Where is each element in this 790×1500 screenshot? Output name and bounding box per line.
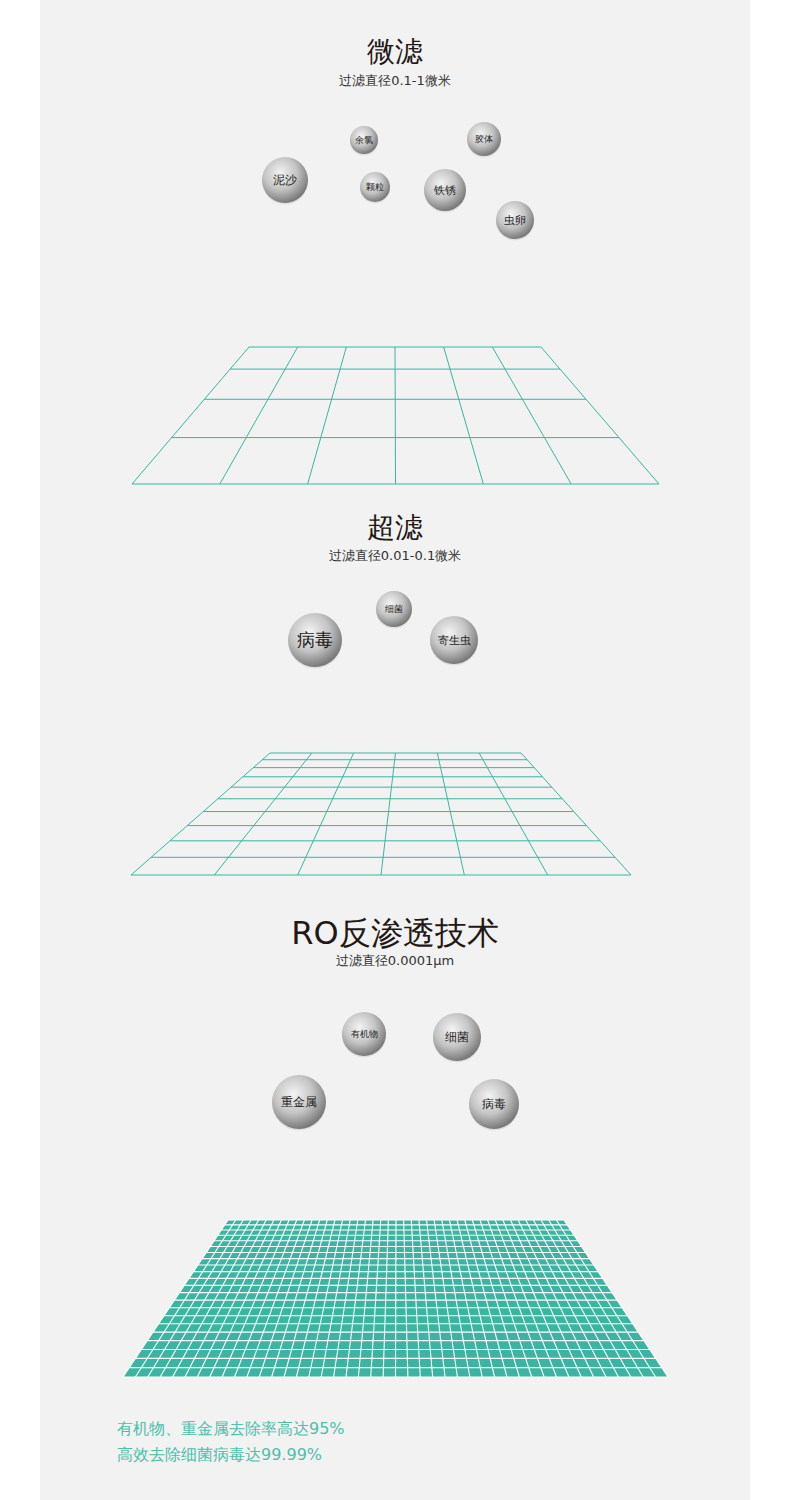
- sphere: [469, 1079, 519, 1129]
- filter-grids: [123, 347, 668, 1377]
- particle-name: 胶体: [467, 122, 501, 156]
- grid-line: [449, 1220, 482, 1377]
- grid-line: [358, 1220, 373, 1377]
- grid-line: [308, 347, 347, 484]
- particle-sphere: 细菌: [433, 1013, 481, 1061]
- sphere: [262, 157, 308, 203]
- grid-line: [123, 1220, 228, 1377]
- grid-line: [444, 347, 484, 484]
- sphere: [272, 1075, 326, 1129]
- grid-line: [334, 1220, 358, 1377]
- grid-line: [272, 1220, 320, 1377]
- ro-membrane-grid: [123, 1220, 668, 1377]
- sphere: [376, 591, 412, 627]
- grid-line: [521, 753, 631, 875]
- grid-line: [148, 1220, 244, 1377]
- result-note: 有机物、重金属去除率高达95%: [117, 1420, 345, 1438]
- particle-sphere: 铁锈: [424, 169, 466, 211]
- grid-line: [160, 1220, 251, 1377]
- grid-line: [381, 753, 396, 875]
- grid-line: [541, 1220, 631, 1377]
- sphere: [424, 169, 466, 211]
- particle-sphere: 寄生虫: [430, 616, 478, 664]
- particle-name: 虫卵: [496, 201, 534, 239]
- grid-line: [419, 1220, 433, 1377]
- particle-name: 重金属: [272, 1075, 326, 1129]
- ultrafiltration-grid: [131, 753, 631, 875]
- grid-line: [541, 347, 659, 484]
- sphere: [288, 613, 342, 667]
- grid-line: [411, 1220, 420, 1377]
- sphere: [430, 616, 478, 664]
- particle-sphere: 胶体: [467, 122, 501, 156]
- particle-sphere: 病毒: [469, 1079, 519, 1129]
- grid-line: [395, 347, 397, 484]
- grid-line: [284, 1220, 327, 1377]
- grid-line: [185, 1220, 266, 1377]
- grid-line: [564, 1220, 668, 1377]
- grid-line: [465, 1220, 507, 1377]
- particle-name: 铁锈: [424, 169, 466, 211]
- section-title: 超滤: [0, 512, 790, 544]
- filter-diameter: 过滤直径0.0001μm: [0, 954, 790, 969]
- grid-line: [298, 753, 354, 875]
- grid-line: [427, 1220, 446, 1377]
- grid-line: [556, 1220, 655, 1377]
- grid-line: [480, 1220, 532, 1377]
- particle-sphere: 病毒: [288, 613, 342, 667]
- grid-line: [395, 1220, 397, 1377]
- grid-line: [210, 1220, 282, 1377]
- section-title: RO反渗透技术: [0, 915, 790, 952]
- sphere: [433, 1013, 481, 1061]
- grid-line: [404, 1220, 408, 1377]
- sphere: [467, 122, 501, 156]
- particle-sphere: 有机物: [342, 1012, 386, 1056]
- particle-sphere: 颗粒: [360, 172, 390, 202]
- sphere: [496, 201, 534, 239]
- section-title: 微滤: [0, 36, 790, 68]
- particle-sphere: 细菌: [376, 591, 412, 627]
- sphere: [350, 126, 378, 154]
- grid-line: [214, 753, 312, 875]
- particle-sphere: 泥沙: [262, 157, 308, 203]
- grid-line: [495, 1220, 556, 1377]
- grid-line: [503, 1220, 569, 1377]
- particle-name: 细菌: [433, 1013, 481, 1061]
- grid-line: [346, 1220, 366, 1377]
- microfiltration-grid: [132, 347, 659, 484]
- filter-diameter: 过滤直径0.1-1微米: [0, 74, 790, 89]
- grid-line: [371, 1220, 381, 1377]
- grid-line: [383, 1220, 388, 1377]
- grid-line: [296, 1220, 335, 1377]
- particle-sphere: 余氯: [350, 126, 378, 154]
- particle-name: 有机物: [342, 1012, 386, 1056]
- sphere: [342, 1012, 386, 1056]
- grid-line: [437, 753, 464, 875]
- filter-diameter: 过滤直径0.01-0.1微米: [0, 549, 790, 564]
- particle-name: 病毒: [469, 1079, 519, 1129]
- grid-line: [131, 753, 270, 875]
- grid-line: [549, 1220, 644, 1377]
- membrane-fill: [123, 1220, 668, 1377]
- particle-name: 寄生虫: [430, 616, 478, 664]
- grid-line: [526, 1220, 606, 1377]
- particle-name: 细菌: [376, 591, 412, 627]
- particle-sphere: 虫卵: [496, 201, 534, 239]
- grid-line: [234, 1220, 296, 1377]
- grid-line: [259, 1220, 312, 1377]
- result-note: 高效去除细菌病毒达99.99%: [117, 1446, 322, 1464]
- particle-name: 病毒: [288, 613, 342, 667]
- particle-name: 颗粒: [360, 172, 390, 202]
- panel: [40, 0, 750, 1500]
- grid-line: [197, 1220, 274, 1377]
- grid-line: [457, 1220, 495, 1377]
- particle-name: 泥沙: [262, 157, 308, 203]
- sphere: [360, 172, 390, 202]
- particle-name: 余氯: [350, 126, 378, 154]
- grid-line: [518, 1220, 594, 1377]
- grid-line: [220, 347, 298, 484]
- particle-sphere: 重金属: [272, 1075, 326, 1129]
